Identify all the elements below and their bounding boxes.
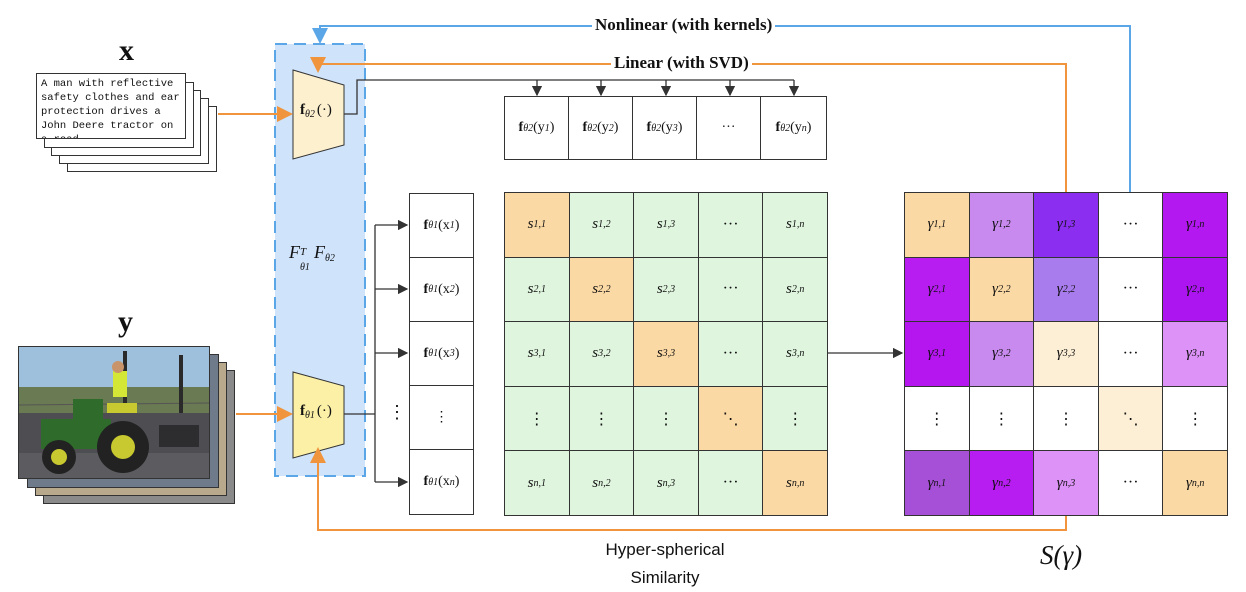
text-encoder-shape — [292, 69, 345, 160]
similarity-cell: ⋮ — [633, 385, 699, 452]
similarity-cell: ⋮ — [762, 385, 828, 452]
gamma-cell: ··· — [1097, 321, 1164, 387]
gamma-cell: ⋮ — [1033, 385, 1099, 452]
similarity-cell: ··· — [697, 256, 764, 323]
similarity-cell: ··· — [697, 450, 764, 516]
image-encoder-label: fθ1(·) — [300, 403, 332, 421]
text-encoder-label: fθ2(·) — [300, 102, 332, 120]
left-cell: ⋮ — [409, 385, 474, 450]
gamma-cell: ··· — [1097, 256, 1164, 323]
y-variable-label: y — [118, 305, 133, 338]
gamma-cell: ··· — [1097, 450, 1164, 516]
gamma-cell: ⋮ — [1162, 385, 1228, 452]
x-variable-label: x — [119, 34, 134, 67]
similarity-cell: ··· — [697, 192, 764, 258]
top-cell: ··· — [696, 96, 761, 160]
similarity-return-arrow — [310, 447, 1067, 531]
gamma-cell: ··· — [1097, 192, 1164, 258]
similarity-cell: ··· — [697, 321, 764, 387]
column-vdots: ⋮ — [388, 402, 406, 422]
gamma-cell: ⋮ — [904, 385, 970, 452]
linear-path-label: Linear (with SVD) — [611, 53, 752, 73]
image-encoder-shape — [292, 371, 345, 459]
gamma-cell: ⋱ — [1097, 385, 1164, 452]
nonlinear-path-label: Nonlinear (with kernels) — [592, 15, 776, 35]
text-card-front: A man with reflective safety clothes and… — [36, 73, 186, 139]
similarity-cell: ⋮ — [568, 385, 635, 452]
gamma-cell: ⋮ — [968, 385, 1035, 452]
similarity-cell: ⋱ — [697, 385, 764, 452]
tractor-photo — [18, 346, 210, 479]
similarity-cell: ⋮ — [504, 385, 570, 452]
s-gamma-label: S(γ) — [1040, 540, 1083, 570]
